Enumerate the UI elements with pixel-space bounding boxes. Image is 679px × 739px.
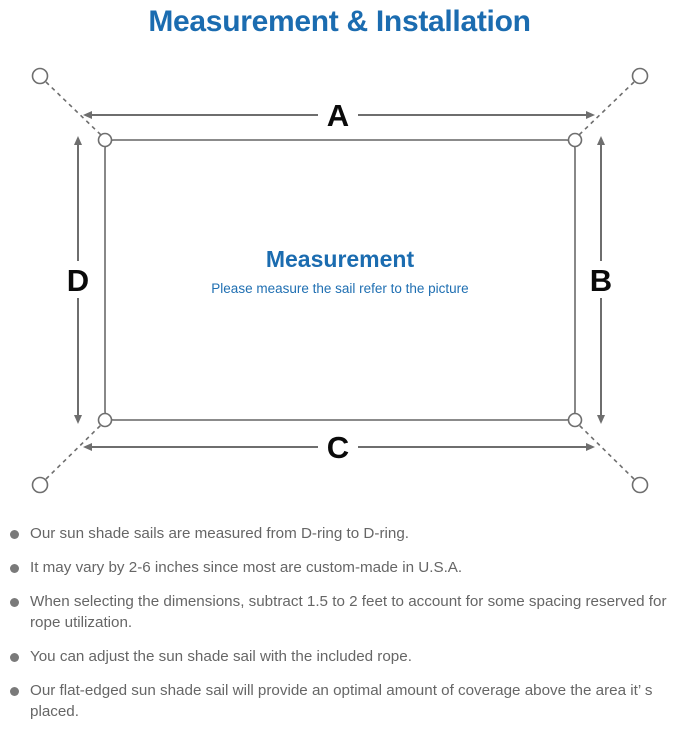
rope-bottom-right <box>578 424 635 480</box>
rope-bottom-left <box>45 424 102 480</box>
rope-lines <box>45 81 635 480</box>
list-item: Our sun shade sails are measured from D-… <box>0 523 679 544</box>
dimension-arrow-d: D <box>67 136 89 424</box>
note-text: Our sun shade sails are measured from D-… <box>30 525 409 542</box>
note-text: When selecting the dimensions, subtract … <box>30 593 667 631</box>
diagram-center-subtitle: Please measure the sail refer to the pic… <box>211 281 468 296</box>
note-text: It may vary by 2-6 inches since most are… <box>30 559 463 576</box>
bullet-icon <box>10 564 19 573</box>
bullet-icon <box>10 530 19 539</box>
anchor-bottom-right <box>631 476 649 494</box>
dimension-label-b: B <box>590 263 612 298</box>
page-title: Measurement & Installation <box>148 5 531 38</box>
list-item: You can adjust the sun shade sail with t… <box>0 646 679 667</box>
notes-list: Our sun shade sails are measured from D-… <box>0 523 679 735</box>
list-item: Our flat-edged sun shade sail will provi… <box>0 680 679 722</box>
anchor-points <box>31 67 649 494</box>
d-ring-bottom-right <box>567 412 583 428</box>
anchor-top-right <box>631 67 649 85</box>
d-ring-bottom-left <box>97 412 113 428</box>
note-text: You can adjust the sun shade sail with t… <box>30 648 412 665</box>
anchor-bottom-left <box>31 476 49 494</box>
rope-top-left <box>45 81 102 136</box>
dimension-arrow-c: C <box>83 430 595 465</box>
bullet-icon <box>10 598 19 607</box>
dimension-label-d: D <box>67 263 89 298</box>
dimension-arrow-a: A <box>83 98 595 133</box>
bullet-icon <box>10 653 19 662</box>
list-item: It may vary by 2-6 inches since most are… <box>0 557 679 578</box>
anchor-top-left <box>31 67 49 85</box>
list-item: When selecting the dimensions, subtract … <box>0 591 679 633</box>
rope-top-right <box>578 81 635 136</box>
diagram-container: A C D B Measurement <box>0 48 679 518</box>
d-ring-top-right <box>567 132 583 148</box>
dimension-label-c: C <box>327 430 349 465</box>
sun-shade-sail-measurement-diagram: A C D B Measurement <box>31 67 649 494</box>
d-ring-top-left <box>97 132 113 148</box>
bullet-icon <box>10 687 19 696</box>
dimension-arrow-b: B <box>590 136 612 424</box>
note-text: Our flat-edged sun shade sail will provi… <box>30 682 653 720</box>
diagram-center-title: Measurement <box>266 246 415 272</box>
dimension-label-a: A <box>327 98 349 133</box>
d-rings <box>97 132 583 428</box>
sail-rectangle <box>104 139 576 421</box>
